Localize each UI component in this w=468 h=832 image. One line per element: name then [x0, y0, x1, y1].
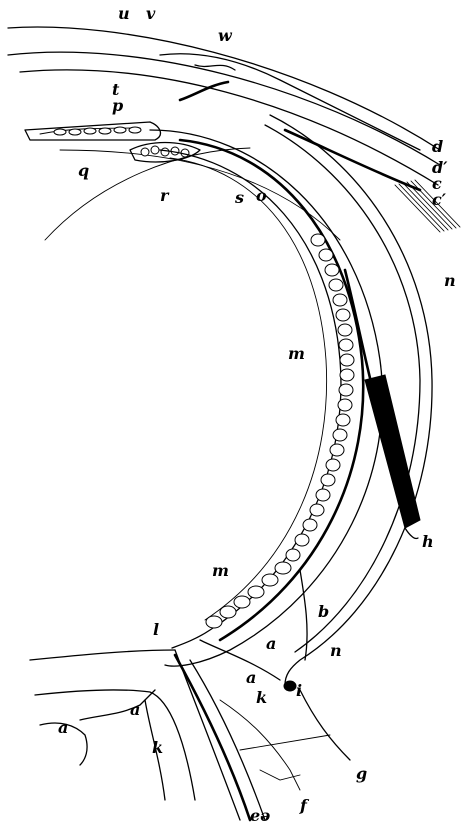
- outer-arc-3: [19, 69, 439, 186]
- outer-arc-1: [7, 26, 441, 151]
- label-a-left1: a: [58, 718, 69, 737]
- label-b: b: [318, 602, 330, 621]
- retina-cell-column: [205, 233, 355, 629]
- nerve-branch-2: [239, 734, 331, 751]
- label-q: q: [78, 161, 90, 180]
- label-a-small: a: [246, 668, 257, 687]
- label-l: l: [153, 620, 160, 639]
- retina-dark-layer: [178, 138, 365, 642]
- sclera-outer: [269, 114, 433, 686]
- lower-left-boundary: [29, 649, 176, 661]
- label-n-lower: n: [330, 641, 342, 660]
- label-e: eə: [250, 806, 271, 825]
- w-dark-vessel: [178, 80, 230, 102]
- label-w: w: [218, 26, 232, 45]
- label-d: d: [432, 137, 444, 156]
- label-i: i: [296, 681, 303, 700]
- retina-inner-layer: [159, 149, 342, 649]
- optic-nerve-dark: [173, 653, 252, 822]
- label-p: p: [112, 96, 124, 115]
- label-k-right: k: [256, 688, 268, 707]
- nerve-branch-3: [259, 769, 301, 781]
- label-c-prime: c′: [432, 190, 446, 209]
- vessel-h-upper: [343, 268, 372, 380]
- label-a-left2: a: [130, 700, 141, 719]
- vessel-i: [283, 680, 297, 692]
- w-fold: [194, 64, 236, 71]
- nerve-branch-1: [219, 699, 301, 791]
- label-h: h: [422, 532, 434, 551]
- left-vessel-a2: [79, 689, 156, 721]
- vessel-b: [299, 569, 308, 661]
- label-c: c: [432, 174, 442, 193]
- retina-innermost-layer: [169, 157, 328, 621]
- label-k-left: k: [152, 738, 164, 757]
- label-d-prime: d′: [432, 158, 448, 177]
- lens-curve: [59, 149, 341, 241]
- left-vessel-a1: [39, 722, 88, 766]
- lower-left-region: [34, 689, 196, 801]
- label-r: r: [160, 186, 169, 205]
- label-a-right: a: [266, 634, 277, 653]
- muscle-hatch: [394, 179, 461, 233]
- label-f: f: [300, 796, 307, 815]
- vessel-h: [364, 374, 421, 529]
- sclera-inner: [264, 124, 421, 653]
- w-structure: [159, 53, 421, 151]
- vessel-a: [199, 639, 281, 681]
- label-u: u: [118, 4, 130, 23]
- outer-arc-2: [7, 51, 441, 166]
- c-prime-band: [283, 128, 422, 192]
- label-o: o: [256, 186, 267, 205]
- ciliary-process: [129, 141, 201, 163]
- optic-sheath-right: [299, 689, 351, 761]
- label-v: v: [146, 4, 156, 23]
- label-m-lower: m: [212, 561, 229, 580]
- optic-sheath-mid: [189, 659, 266, 821]
- ciliary-band-outer: [24, 121, 162, 141]
- label-g: g: [356, 764, 368, 783]
- left-vessel-k: [144, 699, 166, 801]
- label-m-upper: m: [288, 344, 305, 363]
- label-t: t: [112, 80, 120, 99]
- label-n-top: n: [444, 271, 456, 290]
- label-s: s: [235, 188, 245, 207]
- ciliary-cells: [53, 126, 142, 136]
- vessel-h-tip: [404, 527, 419, 540]
